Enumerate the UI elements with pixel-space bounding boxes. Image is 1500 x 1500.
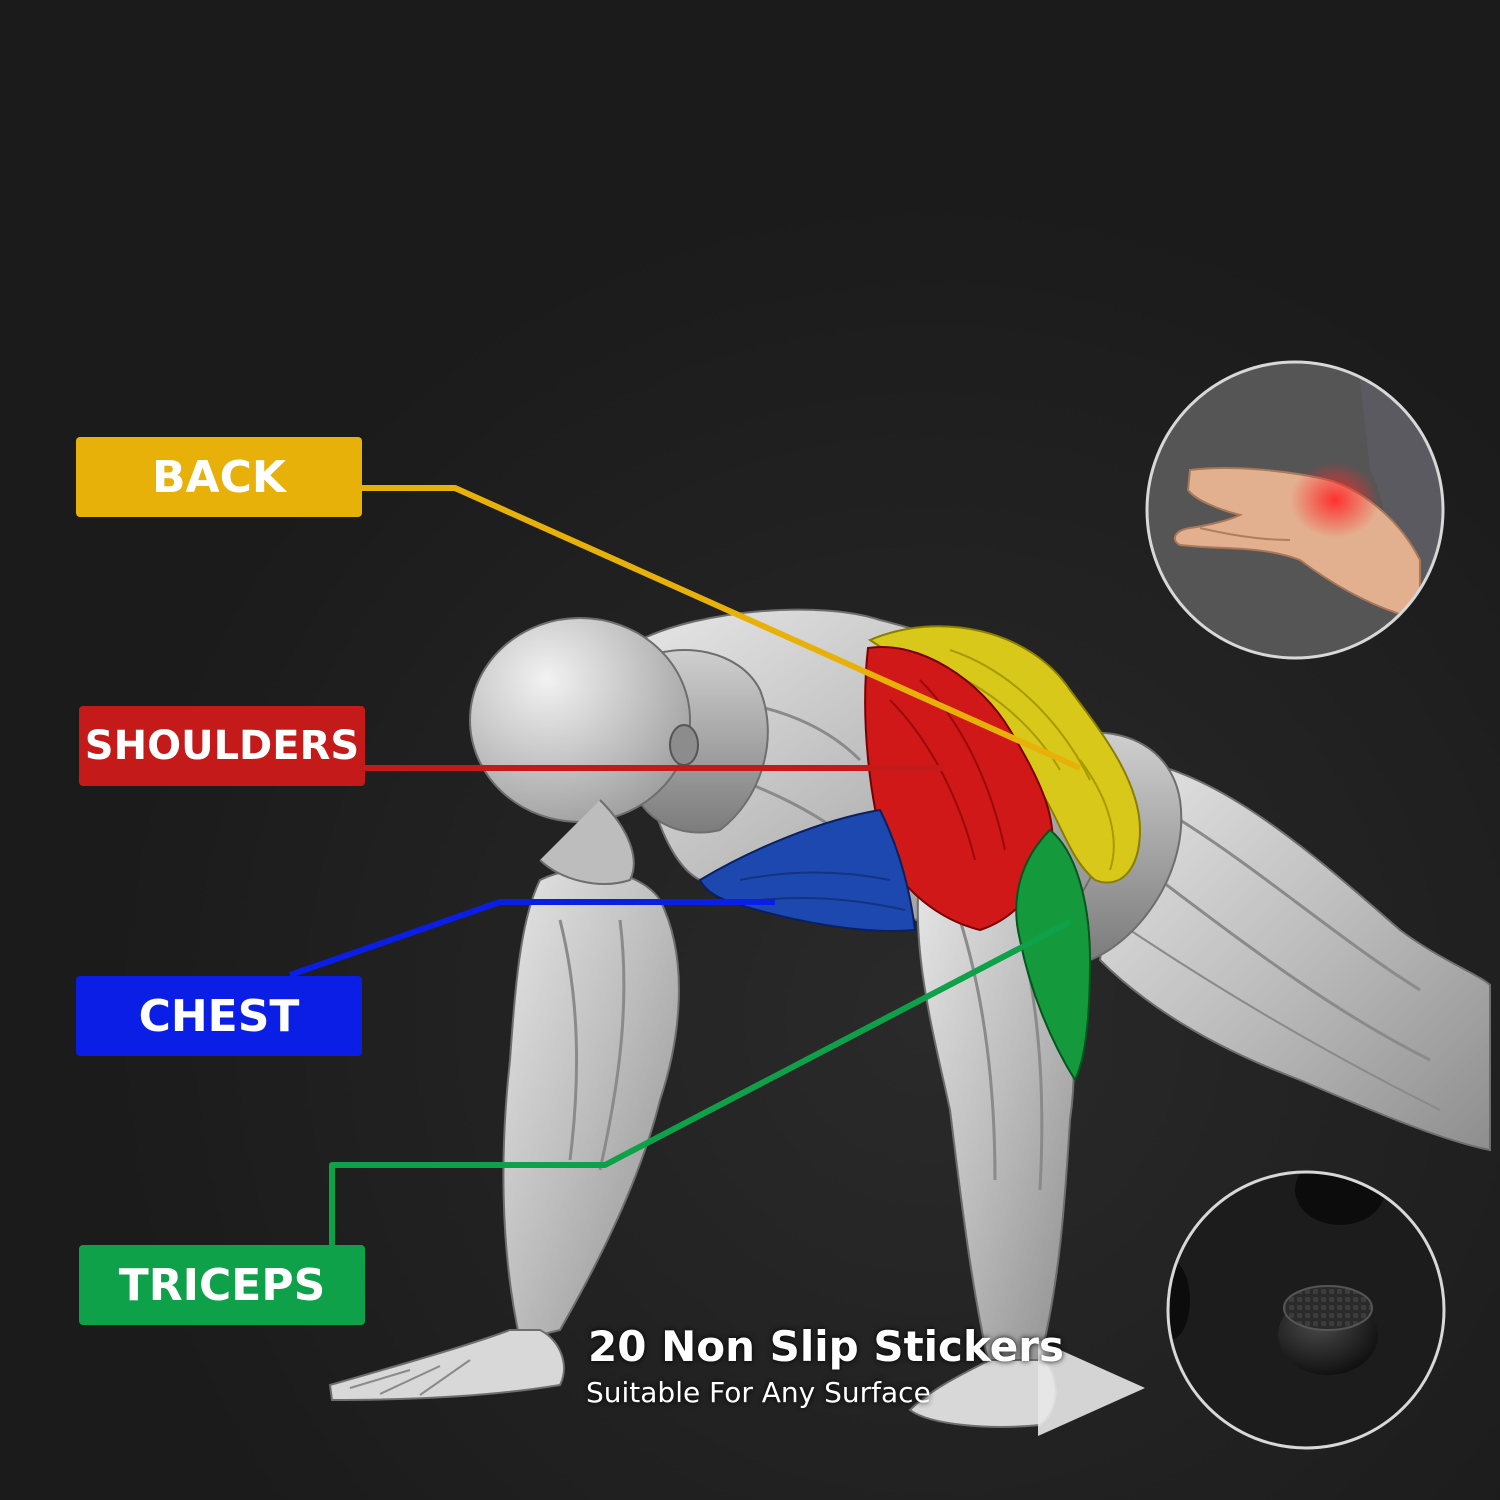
shoulders-label: SHOULDERS [79, 706, 365, 786]
chest-connector [289, 899, 775, 978]
play-arrow-icon [1038, 1340, 1145, 1436]
triceps-muscle [1015, 828, 1092, 1083]
rubber-foot-icon [1166, 1170, 1446, 1450]
wrist-pain-icon [1145, 360, 1445, 660]
connector-lines [289, 485, 1082, 1245]
triceps-connector [329, 919, 1072, 1245]
chest-label: CHEST [76, 976, 362, 1056]
anatomy-figure [328, 608, 1491, 1428]
back-connector [362, 485, 1082, 771]
triceps-label: TRICEPS [79, 1245, 365, 1325]
promo-subtitle: Suitable For Any Surface [586, 1376, 931, 1409]
promo-title: 20 Non Slip Stickers [588, 1322, 1064, 1371]
back-label: BACK [76, 437, 362, 517]
